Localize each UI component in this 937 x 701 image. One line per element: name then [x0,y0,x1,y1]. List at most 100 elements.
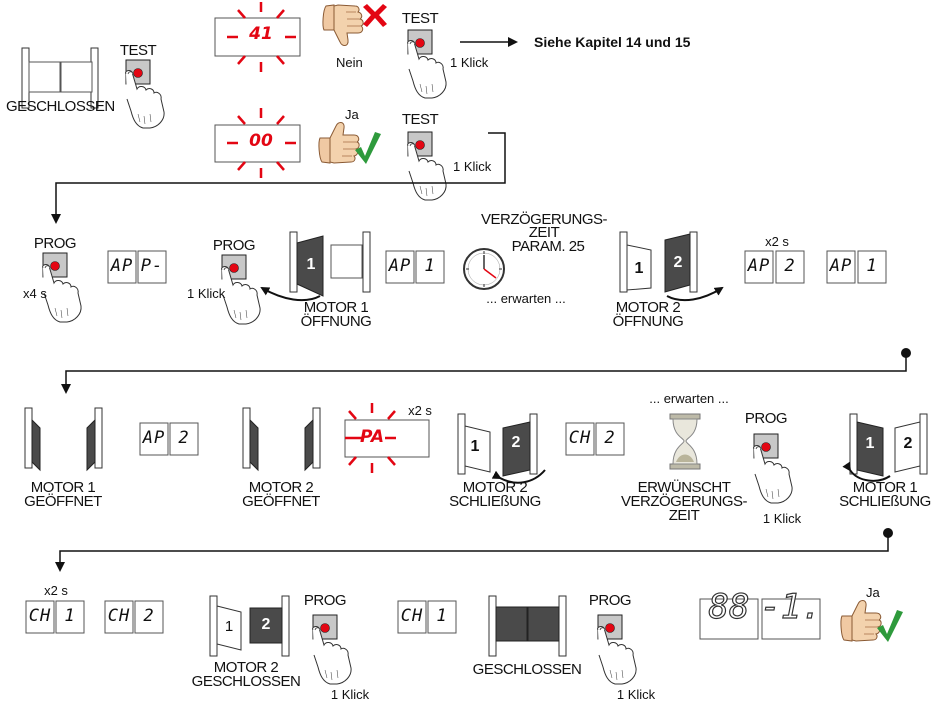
blink-code: PA [359,427,385,447]
display-ch-2-row4 [104,600,164,634]
check-icon [355,132,381,164]
leaf-number: 2 [511,434,521,451]
desired-label-2: VERZÖGERUNGS- [620,493,748,510]
gate-motor1-open-icon [24,407,103,472]
error-code: 41 [249,24,273,44]
click-label: 1 Klick [187,286,226,301]
disp-2: 2 [143,606,155,626]
closed-label-2: GESCHLOSSEN [472,661,582,678]
motor2-label: MOTOR 2 [615,299,681,316]
motor2-close-label: MOTOR 2 [462,479,528,496]
leaf-number: 1 [470,438,480,455]
leaf-number: 1 [224,618,234,635]
prog-label: PROG [744,410,788,427]
display-ap-1b [826,250,887,284]
gate-motor2-closed-icon [209,595,290,657]
disp-1: 1 [866,256,878,276]
delay-title: VERZÖGERUNGS- [480,211,608,228]
cross-icon [363,4,387,27]
opened-label-2: GEÖFFNET [242,493,320,510]
gate-motor2-opening-icon [619,231,698,293]
prog-label-2: PROG [588,592,632,609]
hold-label: x4 s [23,286,47,301]
disp-ch: CH [107,606,131,626]
display-ap-2-row3 [139,422,199,456]
display-ch-2 [565,422,625,456]
disp-1: 1 [436,606,448,626]
closed-label: GESCHLOSSEN [191,673,301,690]
rotation-arrow [260,287,321,302]
disp-2: 2 [178,428,190,448]
blinking-display-41 [214,2,301,72]
prog-label: PROG [303,592,347,609]
x2s-label: x2 s [44,583,68,598]
delay-title-2: ZEIT [528,224,560,241]
prog-label: PROG [33,235,77,252]
ja-label: Ja [345,107,359,122]
rotation-arrow [666,286,724,302]
thumbs-down-icon [322,4,364,47]
hourglass-icon [669,413,701,470]
ok-code: 00 [249,131,273,151]
wait-label: ... erwarten ... [486,291,566,306]
x2s-label: x2 s [408,403,432,418]
test-label-3: TEST [401,111,439,128]
motor1-close-label: MOTOR 1 [852,479,918,496]
disp-2: 2 [784,256,796,276]
leaf-number: 2 [673,254,683,271]
motor2-label: MOTOR 2 [213,659,279,676]
closing-label: SCHLIEßUNG [449,493,541,510]
display-ch-1 [25,600,85,634]
leaf-number: 1 [634,260,644,277]
closed-gate-icon [21,47,99,109]
rotation-arrow [491,469,546,484]
wait-label: ... erwarten ... [649,391,729,406]
desired-label-3: ZEIT [668,507,700,524]
disp-1: 1 [424,256,436,276]
disp-ch: CH [568,428,592,448]
thumbs-up-icon [840,599,882,642]
motor1-label: MOTOR 1 [303,299,369,316]
prog-label-2: PROG [212,237,256,254]
click-label: 1 Klick [450,55,489,70]
gate-motor1-opening-icon [289,231,371,297]
display-ap-1 [385,250,445,284]
thumbs-up-icon [318,121,360,164]
click-label-2: 1 Klick [453,159,492,174]
gate-motor1-closing-icon [849,413,928,477]
opened-label: GEÖFFNET [24,493,102,510]
blinking-display-pa [344,403,430,473]
closed-label: GESCHLOSSEN [6,98,115,115]
display-ch-1b [397,600,457,634]
motor1-label: MOTOR 1 [30,479,96,496]
gate-motor2-open-icon [242,407,321,472]
opening-label: ÖFFNUNG [300,313,372,330]
delay-param: PARAM. 25 [511,238,585,255]
leaf-number: 2 [903,435,913,452]
disp-2: 2 [604,428,616,448]
final-display [699,598,821,640]
disp-ch: CH [28,606,52,626]
opening-label-2: ÖFFNUNG [612,313,684,330]
check-icon [877,610,903,642]
disp-p: P- [140,256,164,276]
see-chapter-text: Siehe Kapitel 14 und 15 [534,34,691,50]
disp-ap: AP [142,428,166,448]
disp-1: 1 [64,606,76,626]
disp-ch: CH [400,606,424,626]
ja-label: Ja [866,585,880,600]
test-label-2: TEST [401,10,439,27]
rotation-arrow [842,461,891,482]
blinking-display-00 [214,108,301,178]
clock-icon [463,248,505,290]
display-ap-p [107,250,167,284]
closing-label: SCHLIEßUNG [839,493,931,510]
flow-arrow [55,533,889,572]
desired-label: ERWÜNSCHT [637,479,731,496]
flow-arrow [61,353,907,394]
click-label: 1 Klick [330,687,370,701]
disp-ap: AP [747,256,771,276]
x2s-label: x2 s [765,234,789,249]
